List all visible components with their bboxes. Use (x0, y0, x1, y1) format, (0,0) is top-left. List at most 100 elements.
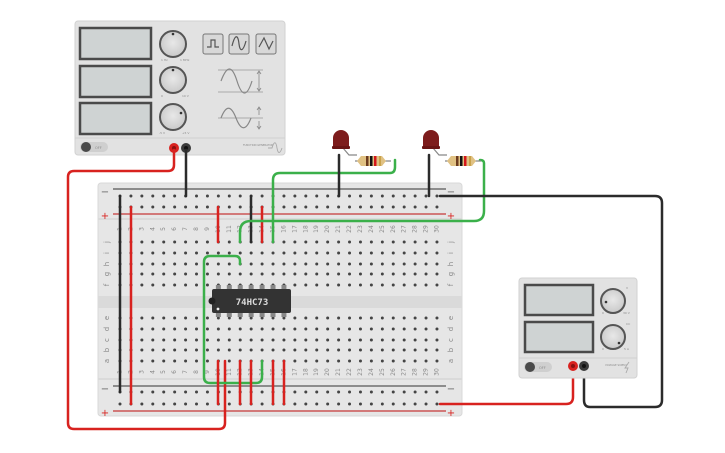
terminal-hole[interactable] (358, 348, 362, 352)
terminal-hole[interactable] (238, 272, 242, 276)
terminal-hole[interactable] (380, 316, 384, 320)
terminal-hole[interactable] (173, 327, 177, 331)
terminal-hole[interactable] (315, 316, 319, 320)
terminal-hole[interactable] (424, 348, 428, 352)
rail-hole[interactable] (315, 390, 319, 394)
wire-green-col15-led[interactable] (271, 158, 397, 244)
terminal-hole[interactable] (205, 316, 209, 320)
terminal-hole[interactable] (348, 348, 352, 352)
terminal-hole[interactable] (348, 359, 352, 363)
terminal-hole[interactable] (413, 251, 417, 255)
terminal-hole[interactable] (326, 327, 330, 331)
rail-hole[interactable] (380, 205, 384, 209)
terminal-hole[interactable] (238, 316, 242, 320)
rail-hole[interactable] (326, 402, 330, 406)
terminal-hole[interactable] (326, 272, 330, 276)
rail-hole[interactable] (282, 205, 286, 209)
terminal-hole[interactable] (140, 338, 144, 342)
terminal-hole[interactable] (271, 316, 275, 320)
terminal-hole[interactable] (151, 316, 155, 320)
terminal-hole[interactable] (293, 251, 297, 255)
wire-green-col12-loop[interactable] (202, 254, 264, 385)
terminal-hole[interactable] (402, 251, 406, 255)
terminal-hole[interactable] (413, 348, 417, 352)
terminal-hole[interactable] (293, 327, 297, 331)
terminal-hole[interactable] (369, 272, 373, 276)
terminal-hole[interactable] (151, 283, 155, 287)
terminal-hole[interactable] (402, 327, 406, 331)
resistor-1[interactable] (355, 156, 391, 166)
rail-hole[interactable] (293, 205, 297, 209)
rail-hole[interactable] (424, 205, 428, 209)
breadboard-holes[interactable] (118, 194, 439, 406)
rail-hole[interactable] (337, 390, 341, 394)
rail-hole[interactable] (315, 205, 319, 209)
terminal-hole[interactable] (227, 262, 231, 266)
terminal-hole[interactable] (358, 283, 362, 287)
terminal-hole[interactable] (358, 251, 362, 255)
rail-hole[interactable] (358, 205, 362, 209)
terminal-hole[interactable] (205, 338, 209, 342)
terminal-hole[interactable] (282, 240, 286, 244)
rail-hole[interactable] (282, 194, 286, 198)
terminal-hole[interactable] (195, 348, 199, 352)
terminal-hole[interactable] (205, 240, 209, 244)
terminal-hole[interactable] (369, 316, 373, 320)
terminal-hole[interactable] (293, 338, 297, 342)
rail-hole[interactable] (118, 402, 122, 406)
rail-hole[interactable] (435, 194, 439, 198)
rail-hole[interactable] (151, 402, 155, 406)
rail-hole[interactable] (293, 390, 297, 394)
rail-hole[interactable] (140, 194, 144, 198)
terminal-hole[interactable] (424, 262, 428, 266)
terminal-hole[interactable] (326, 262, 330, 266)
terminal-hole[interactable] (369, 283, 373, 287)
terminal-hole[interactable] (369, 251, 373, 255)
terminal-hole[interactable] (227, 338, 231, 342)
terminal-hole[interactable] (184, 316, 188, 320)
rail-hole[interactable] (337, 402, 341, 406)
terminal-hole[interactable] (413, 283, 417, 287)
rail-hole[interactable] (238, 205, 242, 209)
rail-hole[interactable] (369, 402, 373, 406)
rail-hole[interactable] (260, 390, 264, 394)
rail-hole[interactable] (413, 390, 417, 394)
rail-hole[interactable] (391, 402, 395, 406)
terminal-hole[interactable] (337, 251, 341, 255)
terminal-hole[interactable] (435, 251, 439, 255)
fg-power-switch[interactable]: OFF (80, 142, 108, 152)
rail-hole[interactable] (424, 390, 428, 394)
rail-hole[interactable] (184, 205, 188, 209)
terminal-hole[interactable] (162, 240, 166, 244)
terminal-hole[interactable] (195, 262, 199, 266)
terminal-hole[interactable] (424, 272, 428, 276)
terminal-hole[interactable] (140, 272, 144, 276)
terminal-hole[interactable] (282, 316, 286, 320)
terminal-hole[interactable] (205, 359, 209, 363)
rail-hole[interactable] (151, 194, 155, 198)
rail-hole[interactable] (304, 205, 308, 209)
terminal-hole[interactable] (402, 316, 406, 320)
rail-hole[interactable] (140, 390, 144, 394)
terminal-hole[interactable] (162, 338, 166, 342)
terminal-hole[interactable] (195, 283, 199, 287)
terminal-hole[interactable] (205, 283, 209, 287)
rail-hole[interactable] (205, 194, 209, 198)
terminal-hole[interactable] (140, 327, 144, 331)
terminal-hole[interactable] (162, 316, 166, 320)
rail-hole[interactable] (435, 390, 439, 394)
terminal-hole[interactable] (271, 262, 275, 266)
terminal-hole[interactable] (402, 359, 406, 363)
terminal-hole[interactable] (424, 327, 428, 331)
rail-hole[interactable] (424, 194, 428, 198)
terminal-hole[interactable] (205, 262, 209, 266)
terminal-hole[interactable] (238, 327, 242, 331)
terminal-hole[interactable] (282, 348, 286, 352)
terminal-hole[interactable] (173, 262, 177, 266)
terminal-hole[interactable] (435, 316, 439, 320)
terminal-hole[interactable] (315, 359, 319, 363)
rail-hole[interactable] (227, 205, 231, 209)
terminal-hole[interactable] (173, 348, 177, 352)
terminal-hole[interactable] (413, 240, 417, 244)
rail-hole[interactable] (195, 390, 199, 394)
